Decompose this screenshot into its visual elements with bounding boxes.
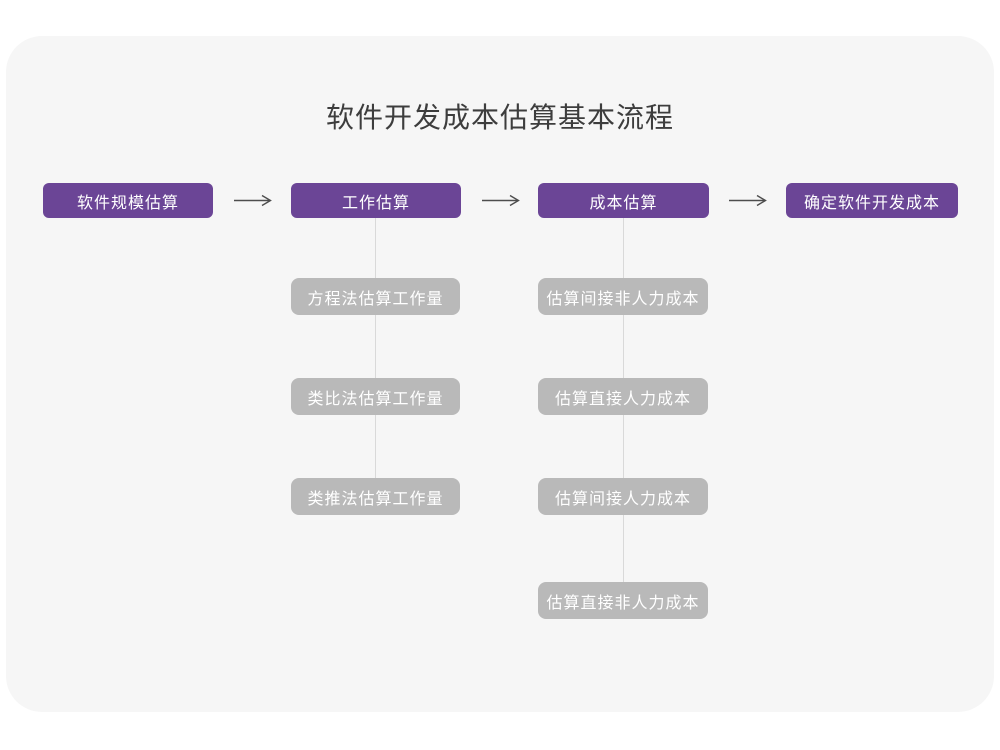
substep-node-label: 估算间接非人力成本 xyxy=(546,290,700,308)
stage-node-label: 确定软件开发成本 xyxy=(803,194,940,212)
substep-node-extrapolation-method: 类推法估算工作量 xyxy=(291,478,460,515)
stage-node-label: 工作估算 xyxy=(341,194,410,212)
substep-node-label: 类推法估算工作量 xyxy=(307,490,444,508)
substep-node-direct-labor-cost: 估算直接人力成本 xyxy=(538,378,708,415)
substep-node-label: 估算直接人力成本 xyxy=(554,390,691,408)
stage-node-label: 软件规模估算 xyxy=(76,194,179,212)
substep-node-direct-nonlabor-cost: 估算直接非人力成本 xyxy=(538,582,708,619)
substep-node-equation-method: 方程法估算工作量 xyxy=(291,278,460,315)
stage-node-work-estimation: 工作估算 xyxy=(291,183,461,218)
substep-node-indirect-nonlabor-cost: 估算间接非人力成本 xyxy=(538,278,708,315)
arrow-right-icon xyxy=(233,194,273,207)
stage-node-software-scale-estimation: 软件规模估算 xyxy=(43,183,213,218)
stage-node-determine-development-cost: 确定软件开发成本 xyxy=(786,183,958,218)
connector-line-work-estimation xyxy=(375,218,376,480)
stage-node-cost-estimation: 成本估算 xyxy=(538,183,709,218)
diagram-title: 软件开发成本估算基本流程 xyxy=(325,102,674,133)
diagram-card: 软件开发成本估算基本流程 软件规模估算 工作估算 成本估算 xyxy=(6,36,994,712)
substep-node-indirect-labor-cost: 估算间接人力成本 xyxy=(538,478,708,515)
substep-node-label: 估算间接人力成本 xyxy=(554,490,691,508)
arrow-right-icon xyxy=(481,194,521,207)
substep-node-label: 方程法估算工作量 xyxy=(307,290,444,308)
stage-node-label: 成本估算 xyxy=(589,194,658,212)
substep-node-label: 估算直接非人力成本 xyxy=(546,594,700,612)
arrow-right-icon xyxy=(728,194,768,207)
substep-node-label: 类比法估算工作量 xyxy=(307,390,444,408)
substep-node-analogy-method: 类比法估算工作量 xyxy=(291,378,460,415)
